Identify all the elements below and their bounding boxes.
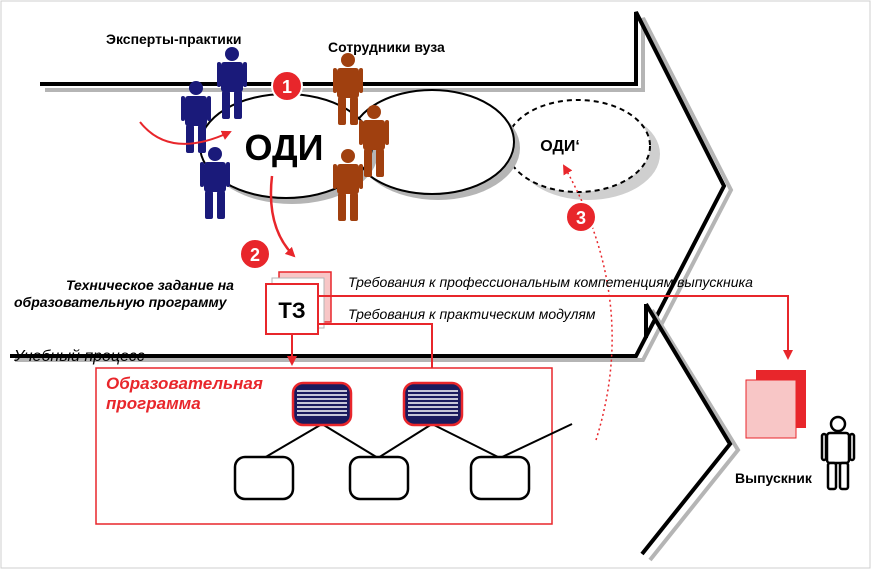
odi-to-tz-arrow (269, 175, 296, 258)
req-practical-label: Требования к практическим модулям (348, 306, 596, 322)
badge-2: 2 (239, 238, 271, 270)
odi-prime-label: ОДИ‘ (540, 138, 580, 155)
learning-process-label: Учебный процесс (13, 348, 145, 365)
staff-label: Сотрудники вуза (328, 39, 445, 55)
svg-text:3: 3 (576, 208, 586, 228)
leaf-module-1 (233, 455, 295, 501)
req-professional-label: Требования к профессиональным компетенци… (348, 274, 753, 290)
badge-1: 1 (271, 70, 303, 102)
module-box-2 (402, 381, 464, 427)
feedback-arrow (563, 164, 613, 441)
leaf-module-3 (469, 455, 531, 501)
svg-text:1: 1 (282, 77, 292, 97)
badge-3: 3 (565, 201, 597, 233)
inner-process-arrow (640, 302, 741, 562)
leaf-module-2 (348, 455, 410, 501)
odi-main-label: ОДИ (244, 127, 323, 168)
tz-document: ТЗ (265, 271, 332, 335)
tz-title-line1: Техническое задание на (66, 277, 234, 293)
entry-arrow (139, 121, 232, 145)
svg-text:2: 2 (250, 245, 260, 265)
tz-connectors (287, 295, 793, 379)
process-arrow (10, 11, 727, 358)
graduate-person-icon (820, 415, 856, 491)
graduate-documents (745, 370, 806, 439)
program-title-line1: Образовательная (106, 374, 263, 393)
process-arrow-shadow (15, 17, 734, 362)
program-tree-lines (263, 423, 573, 459)
odi-prime-ellipse (505, 99, 651, 193)
module-box-1 (291, 381, 353, 427)
tz-box-label: ТЗ (278, 298, 305, 323)
tz-title-line2: образовательную программу (14, 294, 228, 310)
program-title-line2: программа (106, 394, 201, 413)
experts-label: Эксперты-практики (106, 31, 242, 47)
graduate-label: Выпускник (735, 470, 813, 486)
